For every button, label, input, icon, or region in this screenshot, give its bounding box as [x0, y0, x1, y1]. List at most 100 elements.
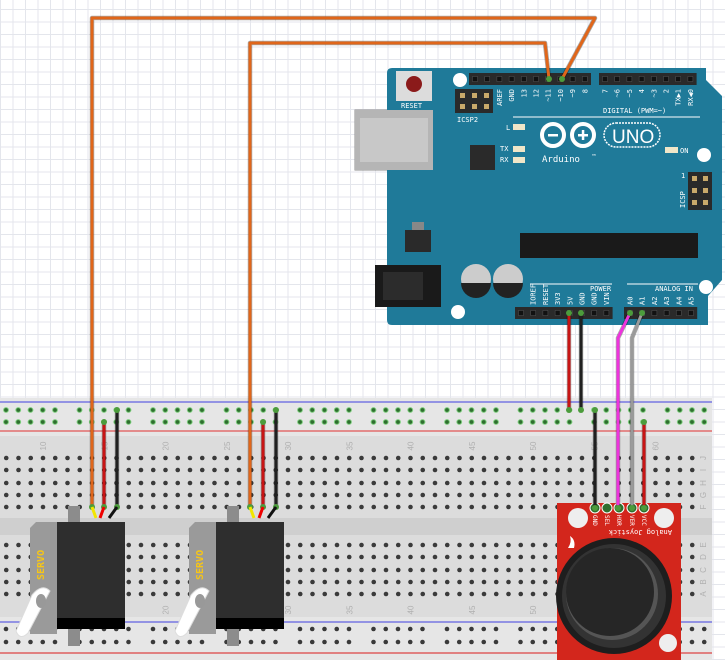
breadboard-hole[interactable]	[346, 579, 352, 585]
breadboard-hole[interactable]	[542, 480, 548, 486]
breadboard-hole[interactable]	[383, 504, 389, 510]
breadboard-hole[interactable]	[126, 554, 132, 560]
breadboard-hole[interactable]	[163, 492, 168, 498]
breadboard-hole[interactable]	[40, 504, 46, 510]
breadboard-hole[interactable]	[542, 492, 548, 498]
header-pin[interactable]	[614, 76, 620, 82]
breadboard-hole[interactable]	[395, 492, 401, 498]
breadboard-hole[interactable]	[689, 591, 695, 597]
breadboard-hole[interactable]	[3, 504, 9, 510]
breadboard-hole[interactable]	[383, 492, 389, 498]
breadboard-hole[interactable]	[408, 480, 413, 486]
header-pin[interactable]	[663, 310, 670, 316]
breadboard-hole[interactable]	[138, 554, 144, 560]
breadboard-hole[interactable]	[65, 492, 70, 498]
breadboard-hole[interactable]	[187, 480, 193, 486]
breadboard-hole[interactable]	[187, 504, 193, 510]
breadboard-hole[interactable]	[212, 467, 217, 473]
breadboard-hole[interactable]	[322, 504, 328, 510]
breadboard-hole[interactable]	[322, 480, 328, 486]
breadboard-hole[interactable]	[52, 480, 58, 486]
breadboard-hole[interactable]	[77, 467, 83, 473]
rail-hole[interactable]	[322, 626, 327, 632]
breadboard-hole[interactable]	[150, 554, 156, 560]
breadboard-hole[interactable]	[3, 455, 9, 461]
breadboard-hole[interactable]	[334, 567, 340, 573]
breadboard-hole[interactable]	[420, 480, 426, 486]
breadboard-hole[interactable]	[310, 567, 315, 573]
breadboard-hole[interactable]	[604, 480, 609, 486]
rail-hole[interactable]	[113, 639, 119, 645]
rail-hole[interactable]	[174, 419, 181, 425]
breadboard-hole[interactable]	[408, 467, 413, 473]
rail-hole[interactable]	[444, 626, 450, 632]
breadboard-hole[interactable]	[322, 467, 328, 473]
breadboard-hole[interactable]	[579, 480, 585, 486]
rail-hole[interactable]	[664, 407, 671, 413]
breadboard-hole[interactable]	[395, 480, 401, 486]
breadboard-hole[interactable]	[408, 455, 413, 461]
rail-hole[interactable]	[27, 419, 34, 425]
rail-hole[interactable]	[469, 639, 474, 645]
breadboard-hole[interactable]	[3, 554, 9, 560]
breadboard-hole[interactable]	[518, 542, 524, 548]
wire-end[interactable]	[546, 76, 552, 82]
rail-hole[interactable]	[52, 639, 58, 645]
breadboard-hole[interactable]	[493, 567, 499, 573]
breadboard-hole[interactable]	[518, 467, 524, 473]
header-pin[interactable]	[472, 76, 478, 82]
header-pin[interactable]	[602, 76, 608, 82]
breadboard-hole[interactable]	[346, 480, 352, 486]
breadboard-hole[interactable]	[224, 455, 230, 461]
rail-hole[interactable]	[101, 407, 107, 413]
breadboard-hole[interactable]	[371, 504, 377, 510]
rail-hole[interactable]	[76, 419, 83, 425]
wire-end[interactable]	[641, 419, 647, 425]
header-pin[interactable]	[603, 310, 610, 316]
rail-hole[interactable]	[126, 639, 131, 645]
breadboard-hole[interactable]	[689, 554, 695, 560]
breadboard-hole[interactable]	[506, 467, 511, 473]
rail-hole[interactable]	[15, 419, 22, 425]
rail-hole[interactable]	[297, 419, 303, 425]
breadboard-hole[interactable]	[481, 504, 487, 510]
rail-hole[interactable]	[76, 407, 83, 413]
breadboard-hole[interactable]	[285, 554, 291, 560]
rail-hole[interactable]	[701, 626, 707, 632]
breadboard-hole[interactable]	[506, 492, 511, 498]
rail-hole[interactable]	[150, 419, 156, 425]
joystick-cap[interactable]	[566, 548, 654, 636]
breadboard-hole[interactable]	[408, 492, 413, 498]
header-pin[interactable]	[496, 76, 503, 82]
rail-hole[interactable]	[186, 407, 193, 413]
breadboard-hole[interactable]	[444, 579, 450, 585]
rail-hole[interactable]	[174, 407, 181, 413]
breadboard-hole[interactable]	[52, 492, 58, 498]
rail-hole[interactable]	[322, 639, 327, 645]
breadboard-hole[interactable]	[579, 455, 585, 461]
breadboard-hole[interactable]	[579, 467, 585, 473]
breadboard-hole[interactable]	[542, 542, 548, 548]
breadboard-hole[interactable]	[150, 455, 156, 461]
breadboard-hole[interactable]	[408, 579, 413, 585]
breadboard-hole[interactable]	[383, 467, 389, 473]
breadboard-hole[interactable]	[518, 455, 524, 461]
breadboard-hole[interactable]	[420, 591, 426, 597]
rail-hole[interactable]	[321, 419, 328, 425]
breadboard-hole[interactable]	[212, 455, 217, 461]
breadboard-hole[interactable]	[175, 467, 181, 473]
breadboard-hole[interactable]	[408, 567, 413, 573]
breadboard-hole[interactable]	[493, 591, 499, 597]
breadboard-hole[interactable]	[16, 467, 21, 473]
rail-hole[interactable]	[420, 626, 425, 632]
breadboard-hole[interactable]	[481, 542, 487, 548]
breadboard-hole[interactable]	[481, 455, 487, 461]
breadboard-hole[interactable]	[481, 591, 487, 597]
breadboard-hole[interactable]	[150, 467, 156, 473]
breadboard-hole[interactable]	[224, 467, 230, 473]
breadboard-hole[interactable]	[481, 554, 487, 560]
breadboard-hole[interactable]	[530, 542, 536, 548]
breadboard-hole[interactable]	[175, 504, 181, 510]
breadboard-hole[interactable]	[16, 455, 21, 461]
rail-hole[interactable]	[15, 639, 21, 645]
